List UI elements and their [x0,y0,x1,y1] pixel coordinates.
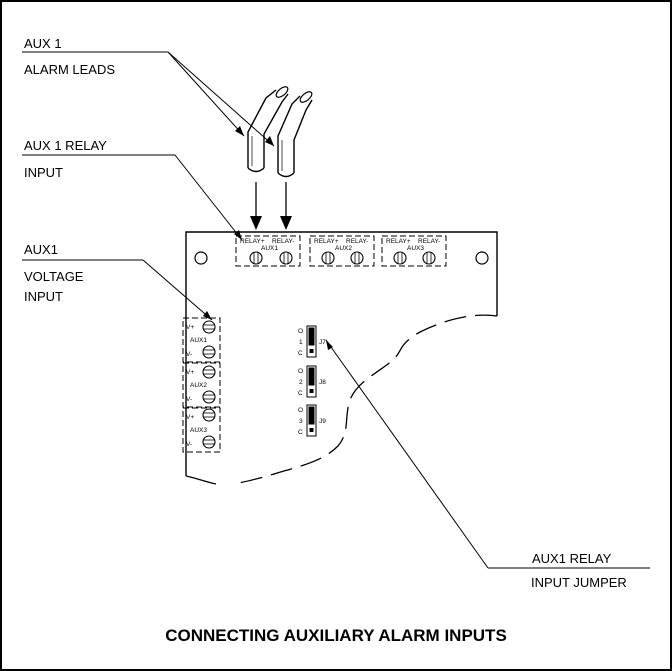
jumper-j8-num: 2 [299,379,303,386]
callout-voltage-line2: VOLTAGE [24,269,84,284]
alarm-lead-right [277,91,313,178]
callout-voltage-line3: INPUT [24,289,63,304]
voltage-aux2-name: AUX2 [190,382,207,389]
voltage-block-aux2: V+ AUX2 V- [182,362,221,408]
callout-voltage-line1: AUX1 [24,242,58,257]
callout-relay-input-line2: INPUT [24,165,63,180]
relay-aux2-plus: RELAY+ [314,238,339,245]
jumper-j8: O 2 C J8 [298,365,326,398]
callout-relay-jumper: AUX1 RELAY INPUT JUMPER [325,339,650,590]
jumper-j8-o: O [298,368,303,375]
voltage-aux1-plus: V+ [186,324,194,331]
callout-alarm-leads-line1: AUX 1 [24,36,62,51]
jumper-j8-name: J8 [319,379,326,386]
jumper-j9: O 3 C J9 [298,404,326,437]
jumper-j9-o: O [298,407,303,414]
voltage-aux2-minus: V- [186,396,192,403]
jumper-j9-c: C [298,429,303,436]
relay-aux1-name: AUX1 [261,245,278,252]
callout-alarm-leads-line2: ALARM LEADS [24,62,115,77]
callout-jumper-line2: INPUT JUMPER [531,575,627,590]
voltage-aux3-minus: V- [186,441,192,448]
alarm-lead-left [247,86,289,173]
jumper-j7-name: J7 [319,339,326,346]
relay-aux3-minus: RELAY- [418,238,440,245]
relay-aux2-minus: RELAY- [346,238,368,245]
lead-arrows [250,182,292,230]
mounting-hole-right [475,251,489,265]
relay-aux3-plus: RELAY+ [386,238,411,245]
relay-block-aux1: RELAY+ RELAY- AUX1 [235,235,301,267]
jumper-j8-c: C [298,390,303,397]
jumper-j7-o: O [298,328,303,335]
relay-block-aux2: RELAY+ RELAY- AUX2 [309,235,375,267]
callout-alarm-leads: AUX 1 ALARM LEADS [22,36,275,147]
callout-jumper-line1: AUX1 RELAY [532,551,612,566]
jumper-j7: O 1 C J7 [298,325,326,358]
relay-block-aux3: RELAY+ RELAY- AUX3 [381,235,447,267]
voltage-aux2-plus: V+ [186,369,194,376]
voltage-block-aux1: V+ AUX1 V- [182,317,221,363]
callout-voltage-input: AUX1 VOLTAGE INPUT [22,242,213,321]
mounting-hole-left [194,251,208,265]
jumper-j9-num: 3 [299,418,303,425]
relay-aux3-name: AUX3 [407,245,424,252]
circuit-board [185,231,498,485]
jumper-j9-name: J9 [319,418,326,425]
voltage-aux3-name: AUX3 [190,427,207,434]
relay-aux2-name: AUX2 [335,245,352,252]
relay-aux1-plus: RELAY+ [240,238,265,245]
voltage-aux3-plus: V+ [186,414,194,421]
voltage-aux1-minus: V- [186,351,192,358]
voltage-aux1-name: AUX1 [190,337,207,344]
jumper-j7-num: 1 [299,339,303,346]
relay-aux1-minus: RELAY- [272,238,294,245]
callout-relay-input-line1: AUX 1 RELAY [24,138,107,153]
voltage-block-aux3: V+ AUX3 V- [182,407,221,453]
jumper-j7-c: C [298,350,303,357]
diagram-title: CONNECTING AUXILIARY ALARM INPUTS [165,626,507,645]
